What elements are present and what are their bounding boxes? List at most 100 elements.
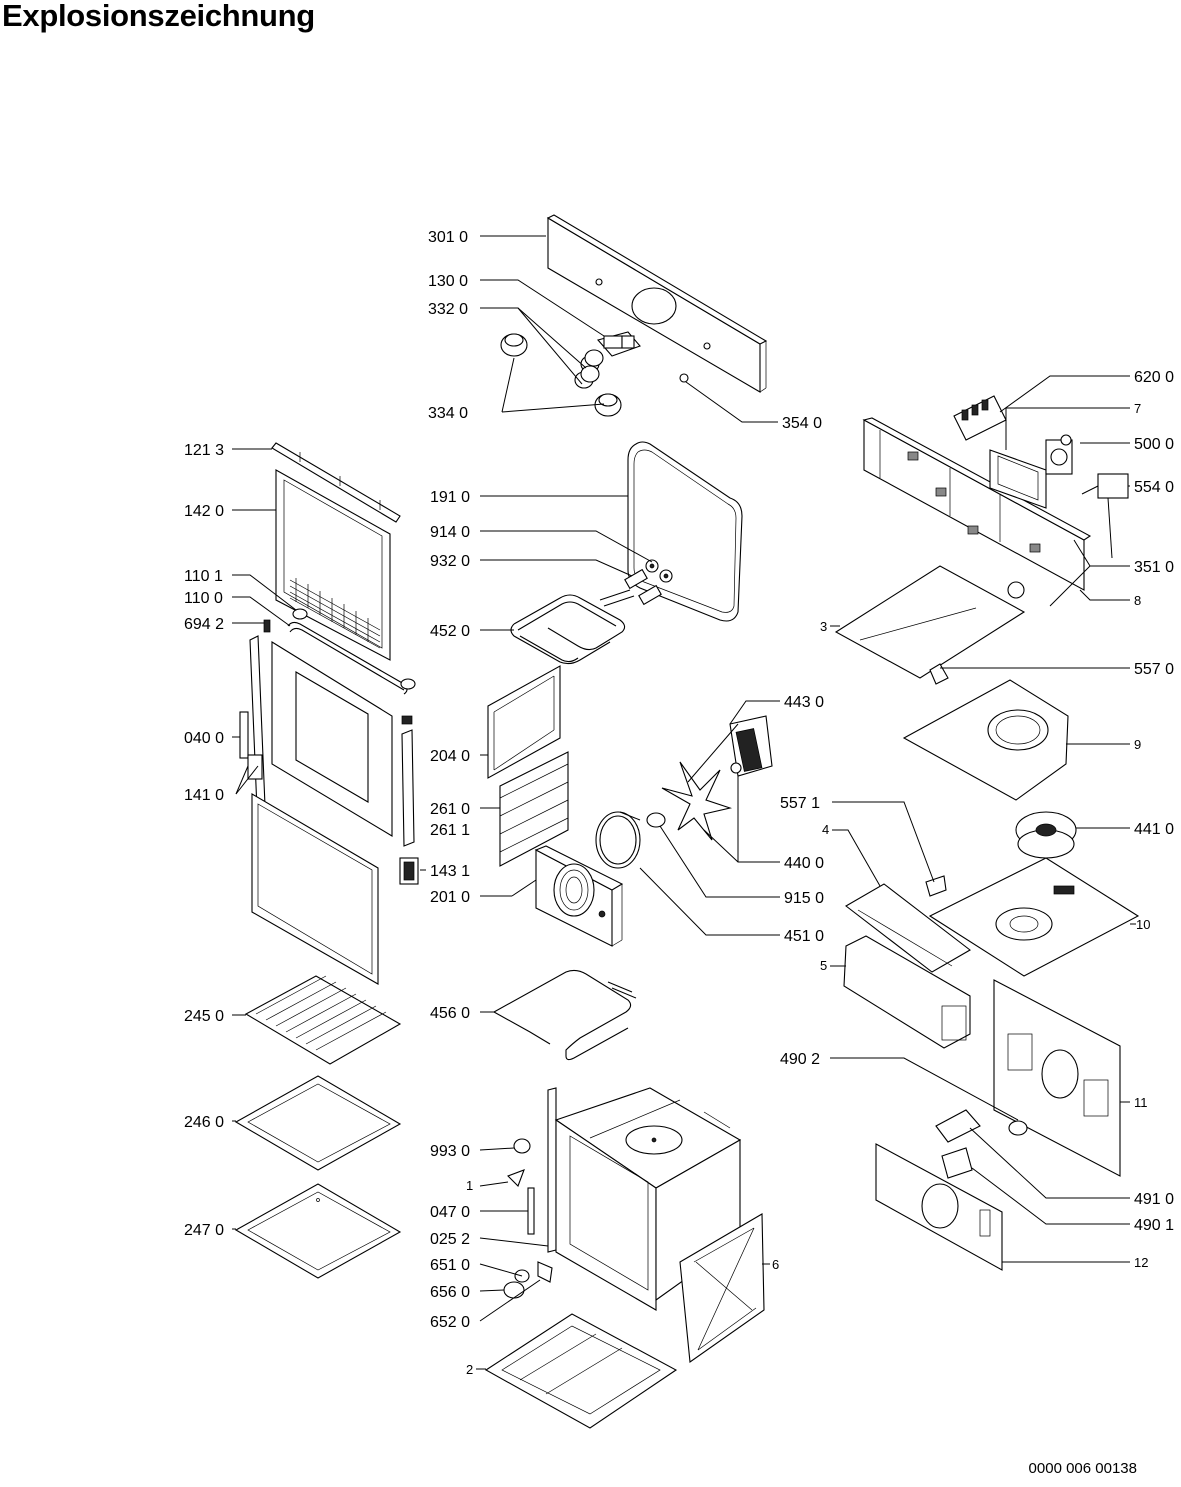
bottom-panel xyxy=(484,1313,678,1429)
element-nuts-springs xyxy=(624,559,673,606)
display-module xyxy=(989,449,1047,509)
relay-block xyxy=(953,395,1007,441)
small-parts xyxy=(503,1138,553,1299)
label-3010: 301 0 xyxy=(428,229,468,246)
leader-lines xyxy=(232,235,1136,1370)
label-6510: 651 0 xyxy=(430,1257,470,1274)
door-hinge-right xyxy=(399,715,419,885)
label-10: 10 xyxy=(1136,917,1150,932)
label-6200: 620 0 xyxy=(1134,369,1174,386)
label-1420: 142 0 xyxy=(184,503,224,520)
cavity-side-panel xyxy=(679,1213,765,1363)
label-2610: 261 0 xyxy=(430,801,470,818)
label-2450: 245 0 xyxy=(184,1008,224,1025)
label-9: 9 xyxy=(1134,737,1141,752)
clock-module xyxy=(1045,434,1073,475)
label-4400: 440 0 xyxy=(784,855,824,872)
rear-panel xyxy=(487,665,561,779)
label-1431: 143 1 xyxy=(430,863,470,880)
label-1100: 110 0 xyxy=(184,590,223,607)
door-outer-glass xyxy=(275,469,391,661)
part-labels: 301 0 130 0 332 0 334 0 354 0 121 3 142 … xyxy=(184,229,1174,1377)
label-1: 1 xyxy=(466,1178,473,1193)
label-3: 3 xyxy=(820,619,827,634)
label-6520: 652 0 xyxy=(430,1314,470,1331)
air-guide xyxy=(845,883,971,973)
label-12: 12 xyxy=(1134,1255,1148,1270)
label-4430: 443 0 xyxy=(784,694,824,711)
fan-motor xyxy=(729,715,773,777)
baking-tray xyxy=(234,1075,402,1171)
label-6560: 656 0 xyxy=(430,1284,470,1301)
rear-cover xyxy=(993,979,1121,1177)
document-number: 0000 006 00138 xyxy=(1028,1460,1137,1477)
label-4410: 441 0 xyxy=(1134,821,1174,838)
label-2040: 204 0 xyxy=(430,748,470,765)
fan-cover xyxy=(534,845,624,947)
label-3510: 351 0 xyxy=(1134,559,1174,576)
label-1101: 110 1 xyxy=(184,568,223,585)
thermostat xyxy=(1081,473,1129,559)
label-7: 7 xyxy=(1134,401,1141,416)
label-0252: 025 2 xyxy=(430,1231,470,1248)
fan-blade xyxy=(646,761,733,841)
door-handle xyxy=(287,608,416,695)
label-1910: 191 0 xyxy=(430,489,470,506)
label-3340: 334 0 xyxy=(428,405,468,422)
label-5000: 500 0 xyxy=(1134,436,1174,453)
deep-tray xyxy=(234,1183,402,1279)
knobs xyxy=(500,333,622,417)
label-2010: 201 0 xyxy=(430,889,470,906)
label-6: 6 xyxy=(772,1257,779,1272)
label-6942: 694 2 xyxy=(184,616,224,633)
label-5571: 557 1 xyxy=(780,795,820,812)
label-0470: 047 0 xyxy=(430,1204,470,1221)
electronics-bracket xyxy=(862,417,1092,591)
top-heating-element xyxy=(510,589,635,665)
bottom-heating-element xyxy=(493,969,637,1061)
side-rails xyxy=(499,751,569,867)
label-1410: 141 0 xyxy=(184,787,224,804)
control-panel-front xyxy=(546,214,768,393)
wire-rack xyxy=(244,975,402,1065)
door-gasket xyxy=(627,441,743,622)
label-3540: 354 0 xyxy=(782,415,822,432)
label-2: 2 xyxy=(466,1362,473,1377)
cooling-fan xyxy=(1015,811,1077,859)
label-4: 4 xyxy=(822,822,829,837)
cooling-duct-top xyxy=(834,565,1026,679)
label-4901: 490 1 xyxy=(1134,1217,1174,1234)
back-wall xyxy=(875,1143,1003,1271)
door-inner-glass xyxy=(251,793,379,985)
door-inner-frame xyxy=(271,641,393,837)
label-4910: 491 0 xyxy=(1134,1191,1174,1208)
label-2611: 261 1 xyxy=(430,822,470,839)
switch-assembly xyxy=(597,331,641,357)
label-1213: 121 3 xyxy=(184,442,224,459)
oven-cavity xyxy=(547,1087,742,1311)
cooling-fan-housing xyxy=(902,663,1069,801)
door-top-trim xyxy=(271,442,401,523)
label-2470: 247 0 xyxy=(184,1222,224,1239)
label-5540: 554 0 xyxy=(1134,479,1174,496)
label-0400: 040 0 xyxy=(184,730,224,747)
label-4520: 452 0 xyxy=(430,623,470,640)
label-9140: 914 0 xyxy=(430,524,470,541)
label-9320: 932 0 xyxy=(430,553,470,570)
label-2460: 246 0 xyxy=(184,1114,224,1131)
label-4902: 490 2 xyxy=(780,1051,820,1068)
label-5: 5 xyxy=(820,958,827,973)
label-11: 11 xyxy=(1134,1095,1148,1110)
label-5570: 557 0 xyxy=(1134,661,1174,678)
page-title: Explosionszeichnung xyxy=(2,0,315,33)
label-4510: 451 0 xyxy=(784,928,824,945)
ring-heating-element xyxy=(595,811,641,869)
connection-terminals xyxy=(935,1109,1028,1179)
label-4560: 456 0 xyxy=(430,1005,470,1022)
knob-sleeves xyxy=(574,349,604,389)
fan-duct-side xyxy=(843,935,971,1049)
label-3320: 332 0 xyxy=(428,301,468,318)
label-8: 8 xyxy=(1134,593,1141,608)
label-9150: 915 0 xyxy=(784,890,824,907)
